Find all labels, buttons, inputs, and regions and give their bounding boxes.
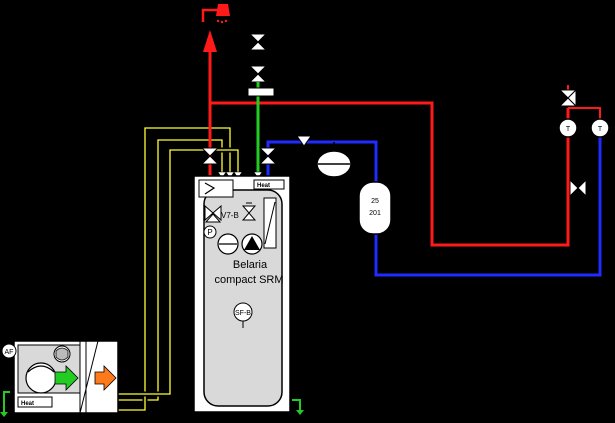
inlet-arrows: [217, 171, 263, 179]
outdoor-drain-icon: [3, 391, 10, 412]
orange-flow-arrow-icon: [94, 365, 117, 391]
buffer-element-icon: [263, 197, 277, 249]
outdoor-control-panel: [17, 396, 53, 408]
top-valve-icon: [248, 33, 268, 51]
circulation-valve-icon: [569, 178, 587, 198]
expansion-vessel-icon: [316, 142, 352, 178]
hot-water-arrow: [203, 30, 217, 52]
refrigerant-lines: [118, 125, 241, 413]
sf-b-label: SF-B: [235, 310, 251, 317]
green-flow-arrow-icon: [54, 365, 79, 391]
safety-valve-group: [247, 65, 275, 97]
fan-icon: [53, 345, 71, 363]
shower-head-icon: [201, 4, 230, 24]
compressor-icon: [25, 362, 57, 394]
safety-valve-icon: [241, 202, 257, 221]
storage-tank: [358, 181, 392, 235]
unit-cold-valve-icon: [258, 147, 278, 165]
valve-label: 21: [274, 75, 286, 87]
plate-exchanger-icon: [198, 179, 234, 198]
tank-label-1: 25: [371, 198, 379, 205]
pump-icon-1: [217, 233, 239, 255]
indoor-panel-label: Heat: [257, 183, 270, 189]
thermometer-2: [590, 118, 610, 138]
v7b-valve-icon: [204, 204, 222, 223]
v7b-label: V7-B: [221, 211, 239, 220]
mixing-valve-icon: [558, 85, 578, 108]
tank-label-2: 201: [369, 210, 381, 217]
af-sensor-icon: [1, 343, 17, 359]
indoor-drain-icon: [292, 399, 301, 410]
outdoor-panel-label: Heat: [21, 401, 34, 407]
thermometer-1-label: T: [566, 126, 571, 133]
unit-name-line1: Belaria: [233, 259, 268, 271]
pressure-gauge-icon: [203, 225, 217, 239]
thermometer-2-label: T: [598, 126, 603, 133]
pressure-label: P: [207, 228, 212, 237]
thermometer-1: [558, 118, 578, 138]
hot-water-line: [208, 101, 570, 247]
check-valve-icon: [296, 135, 312, 158]
af-label: AF: [5, 349, 14, 356]
pump-icon-2: [241, 233, 263, 255]
unit-hot-valve-icon: [200, 147, 220, 165]
unit-name-line2: compact SRM: [214, 274, 283, 286]
indoor-control-panel: [253, 179, 285, 190]
